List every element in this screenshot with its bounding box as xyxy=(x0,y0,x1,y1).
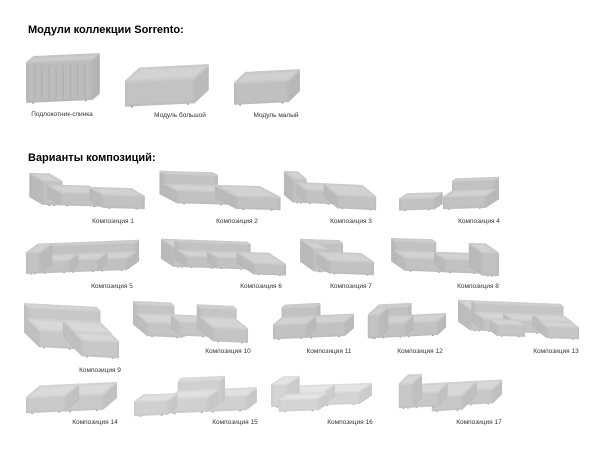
composition-14-label: Композиция 14 xyxy=(72,419,118,426)
composition-14 xyxy=(25,381,118,415)
composition-4 xyxy=(398,176,500,212)
small-module-image xyxy=(234,69,300,106)
modules-heading: Модули коллекции Sorrento: xyxy=(28,24,184,36)
module-1 xyxy=(25,52,101,104)
composition-5-label: Композиция 5 xyxy=(91,283,133,290)
module-1-label: Подлокотник-спинка xyxy=(31,111,93,118)
armrest-back-module-image xyxy=(26,53,100,104)
composition-15-sofa-image xyxy=(134,375,257,417)
composition-13-label: Композиция 13 xyxy=(533,348,579,355)
composition-3-label: Композиция 3 xyxy=(330,218,372,225)
composition-3-sofa-image xyxy=(283,170,377,211)
composition-5 xyxy=(25,239,140,276)
composition-9-sofa-image xyxy=(24,303,119,359)
composition-11-sofa-image xyxy=(272,302,354,340)
composition-8-sofa-image xyxy=(391,237,499,277)
composition-5-sofa-image xyxy=(25,239,140,275)
large-module-image xyxy=(125,64,209,108)
composition-10 xyxy=(132,300,249,346)
composition-16-sofa-image xyxy=(271,375,372,413)
composition-16-label: Композиция 16 xyxy=(327,419,373,426)
compositions-heading: Варианты композиций: xyxy=(28,152,156,164)
composition-11-label: Композиция 11 xyxy=(306,348,352,355)
module-3 xyxy=(233,68,301,106)
composition-17-sofa-image xyxy=(398,373,503,412)
composition-12-sofa-image xyxy=(367,302,447,339)
composition-1-label: Композиция 1 xyxy=(92,218,134,225)
composition-15 xyxy=(133,375,258,418)
composition-14-sofa-image xyxy=(26,381,117,414)
composition-6-sofa-image xyxy=(160,238,287,276)
composition-12 xyxy=(367,302,447,341)
composition-2-label: Композиция 2 xyxy=(216,218,258,225)
module-3-label: Модуль малый xyxy=(253,112,299,119)
composition-2 xyxy=(158,170,282,213)
composition-17-label: Композиция 17 xyxy=(456,419,502,426)
module-2 xyxy=(124,63,210,108)
composition-15-label: Композиция 15 xyxy=(212,419,258,426)
composition-13-sofa-image xyxy=(457,299,580,340)
composition-4-label: Композиция 4 xyxy=(458,218,500,225)
composition-8 xyxy=(390,237,500,279)
composition-2-sofa-image xyxy=(159,170,281,211)
composition-8-label: Композиция 8 xyxy=(457,283,499,290)
module-2-label: Модуль большой xyxy=(154,112,206,119)
composition-12-label: Композиция 12 xyxy=(397,348,443,355)
composition-7-sofa-image xyxy=(300,238,374,276)
composition-1 xyxy=(28,172,146,212)
composition-13 xyxy=(457,299,580,342)
composition-10-label: Композиция 10 xyxy=(205,348,251,355)
composition-9-label: Композиция 9 xyxy=(79,367,121,374)
composition-7 xyxy=(299,238,375,278)
composition-7-label: Композиция 7 xyxy=(330,283,372,290)
composition-16 xyxy=(270,375,373,413)
composition-17 xyxy=(398,373,503,413)
composition-6-label: Композиция 6 xyxy=(240,283,282,290)
composition-3 xyxy=(283,170,377,213)
composition-1-sofa-image xyxy=(29,172,145,210)
composition-9 xyxy=(23,302,120,362)
composition-4-sofa-image xyxy=(399,176,499,212)
composition-11 xyxy=(272,302,355,341)
composition-6 xyxy=(160,238,287,278)
composition-10-sofa-image xyxy=(132,300,249,344)
